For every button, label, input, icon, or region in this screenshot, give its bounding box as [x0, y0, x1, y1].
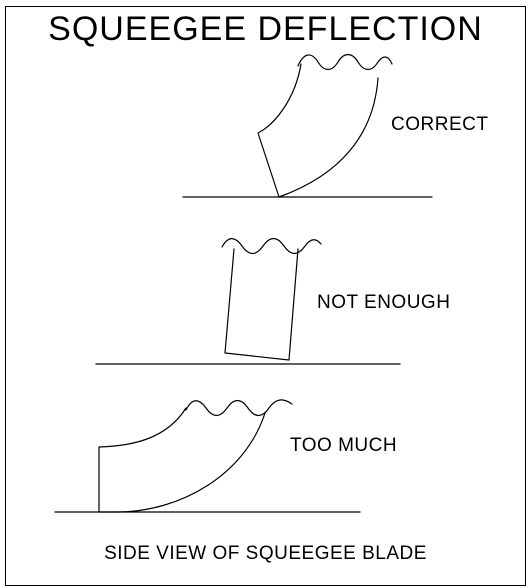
figure-too-much — [54, 399, 361, 513]
blade-correct — [257, 63, 379, 198]
diagram-frame — [5, 6, 526, 586]
figure-not-enough — [95, 237, 401, 365]
diagram-caption: SIDE VIEW OF SQUEEGEE BLADE — [104, 543, 427, 564]
figure-correct — [182, 53, 433, 198]
figure-label-too-much: TOO MUCH — [290, 435, 398, 456]
blade-too-much — [98, 407, 266, 513]
blade-top-wave-too-much — [185, 399, 293, 417]
blade-top-wave-not-enough — [221, 237, 322, 255]
blade-not-enough — [224, 248, 299, 361]
diagram-title: SQUEEGEE DEFLECTION — [48, 10, 483, 48]
figure-label-not-enough: NOT ENOUGH — [317, 292, 451, 313]
blade-top-wave-correct — [297, 53, 393, 71]
figure-label-correct: CORRECT — [391, 114, 489, 135]
